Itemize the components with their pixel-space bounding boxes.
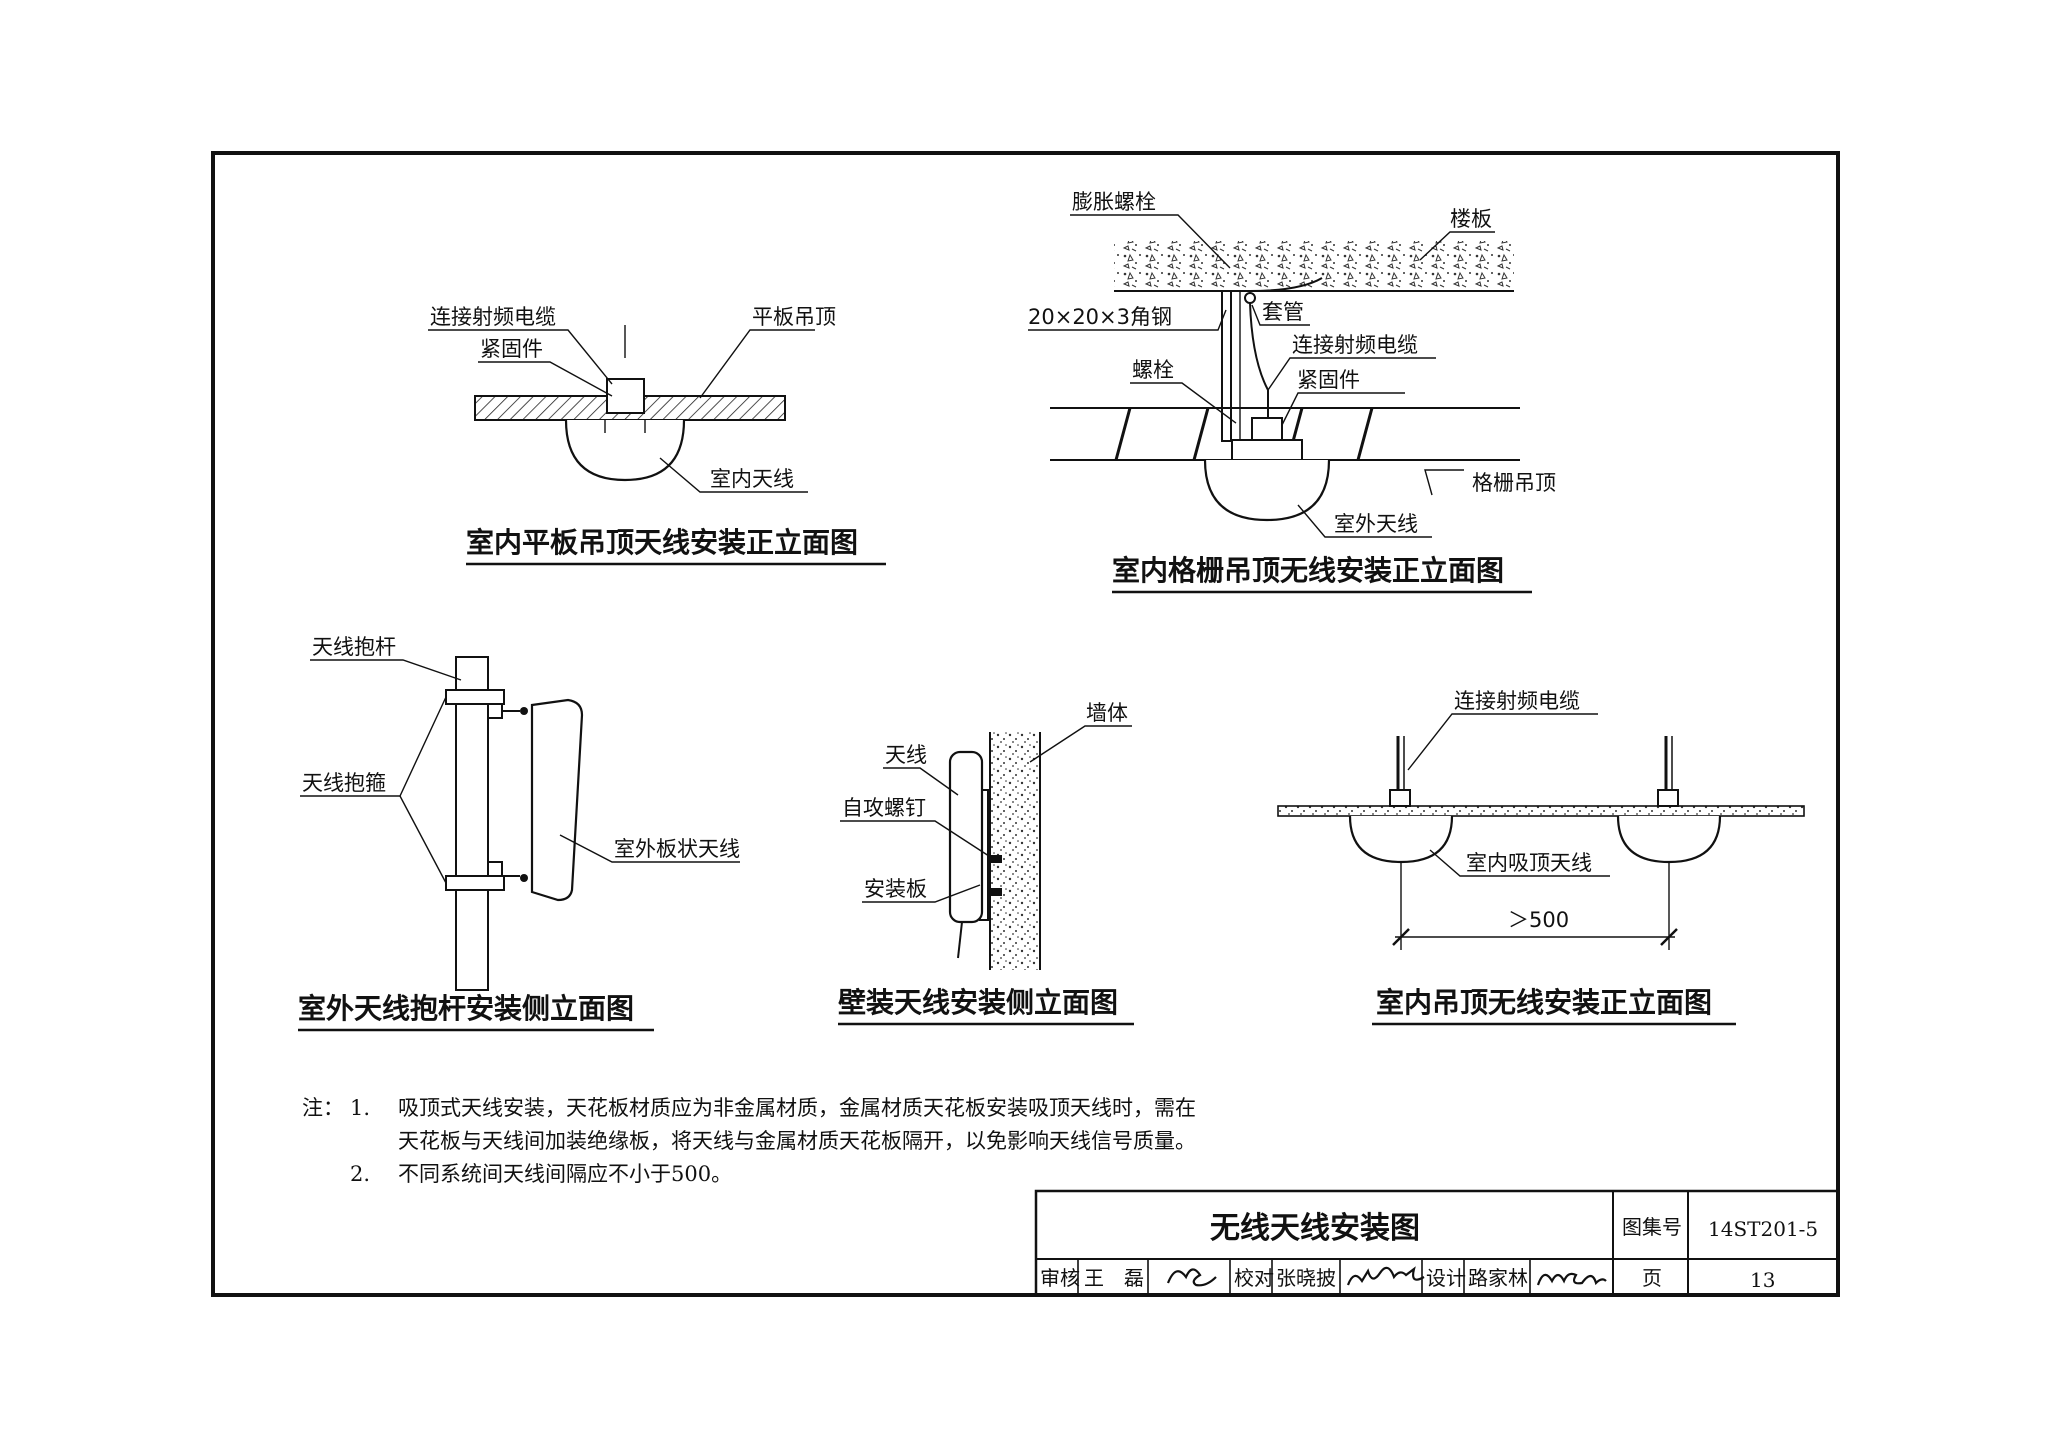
- angle-steel: [1221, 290, 1232, 442]
- wall-mount-title: 壁装天线安装侧立面图: [838, 986, 1118, 1019]
- page-number: 13: [1750, 1268, 1775, 1292]
- label-clamp: 天线抱箍: [302, 771, 386, 795]
- atlas-number: 14ST201-5: [1708, 1217, 1818, 1241]
- leader-floor-slab: [1419, 231, 1495, 261]
- label-expansion-bolt: 膨胀螺栓: [1072, 190, 1156, 214]
- notes-section: 注： 1. 吸顶式天线安装，天花板材质应为非金属材质，金属材质天花板安装吸顶天线…: [302, 1096, 1196, 1186]
- ceiling-spacing-diagram: 连接射频电缆 室内吸顶天线 ＞500 室内吊顶无线安装正立面图: [1277, 689, 1805, 1026]
- label-spacing: ＞500: [1508, 908, 1569, 932]
- grid-ceiling-diagram: 膨胀螺栓 楼板 20×20×3角钢 套管 连接射频电缆 螺栓 紧固件 格栅吊顶 …: [1028, 190, 1556, 594]
- label-plate: 安装板: [864, 877, 927, 901]
- note-1-line-1: 吸顶式天线安装，天花板材质应为非金属材质，金属材质天花板安装吸顶天线时，需在: [398, 1096, 1196, 1120]
- flat-ceiling-title: 室内平板吊顶天线安装正立面图: [466, 526, 858, 559]
- check-label: 校对: [1234, 1266, 1274, 1290]
- screw-bottom: [988, 888, 1002, 896]
- indoor-antenna-dome: [564, 419, 686, 482]
- leader-grid-fastener: [1281, 392, 1405, 426]
- label-outdoor-antenna: 室外天线: [1334, 512, 1418, 536]
- note-2-line-1: 不同系统间天线间隔应不小于500。: [398, 1162, 732, 1186]
- signature-reviewer: [1166, 1268, 1217, 1287]
- leader-screw: [840, 820, 993, 859]
- reviewer-name: 王 磊: [1084, 1266, 1144, 1290]
- leader-outdoor-antenna: [1297, 504, 1432, 538]
- label-floor-slab: 楼板: [1450, 207, 1492, 231]
- designer-name: 路家林: [1468, 1266, 1528, 1290]
- sheet-border: [211, 151, 1840, 1297]
- label-pole: 天线抱杆: [312, 635, 396, 659]
- ceiling-antenna-right: [1616, 815, 1722, 864]
- checker-name: 张晓披: [1276, 1266, 1336, 1290]
- signature-checker: [1346, 1266, 1425, 1286]
- leader-wall: [1029, 725, 1132, 763]
- fastener-block: [606, 378, 645, 414]
- title-block: 无线天线安装图 图集号 14ST201-5 审核 王 磊 校对 张晓披 设计 路…: [1034, 1189, 1840, 1297]
- leader-grid-ceiling: [1424, 469, 1464, 496]
- outdoor-antenna-dome: [1203, 459, 1331, 522]
- label-bolt: 螺栓: [1132, 358, 1174, 382]
- rf-cable: [1249, 302, 1269, 418]
- clamp-bottom: [445, 875, 505, 891]
- pole-mount-title: 室外天线抱杆安装侧立面图: [298, 992, 634, 1025]
- label-angle-steel: 20×20×3角钢: [1028, 305, 1172, 329]
- cable-run: [1249, 277, 1323, 292]
- leader-ceiling-antenna: [1429, 849, 1610, 877]
- leader-sleeve: [1251, 304, 1310, 326]
- leader-antenna: [883, 767, 959, 796]
- page-label: 页: [1642, 1266, 1662, 1290]
- design-label: 设计: [1426, 1266, 1466, 1290]
- notes-prefix: 注：: [302, 1096, 344, 1120]
- note-2-number: 2.: [350, 1162, 370, 1186]
- leader-expansion-bolt: [1070, 214, 1231, 269]
- label-indoor-antenna: 室内天线: [710, 467, 794, 491]
- label-rf-cable: 连接射频电缆: [430, 305, 556, 329]
- grid-ceiling-title: 室内格栅吊顶无线安装正立面图: [1112, 554, 1504, 587]
- leader-rf-cable-2: [1267, 357, 1436, 391]
- leader-fastener: [478, 361, 613, 397]
- antenna-pole: [455, 656, 489, 991]
- label-flat-ceiling: 平板吊顶: [752, 305, 836, 329]
- leader-indoor-antenna: [659, 457, 808, 493]
- label-fastener: 紧固件: [480, 337, 543, 361]
- label-rf-cable-3: 连接射频电缆: [1454, 689, 1580, 713]
- wall: [990, 732, 1040, 970]
- leader-bolt: [1130, 382, 1237, 424]
- leader-pole: [310, 659, 462, 681]
- pole-mount-diagram: 天线抱杆 天线抱箍 室外板状天线 室外天线抱杆安装侧立面图: [298, 635, 740, 1032]
- ceiling-board: [1277, 805, 1805, 817]
- label-antenna: 天线: [885, 743, 927, 767]
- leader-flat-ceiling: [699, 329, 815, 399]
- label-panel-antenna: 室外板状天线: [614, 837, 740, 861]
- wall-mount-diagram: 墙体 天线 自攻螺钉 安装板 壁装天线安装侧立面图: [838, 701, 1134, 1026]
- ceiling-spacing-title: 室内吊顶无线安装正立面图: [1376, 986, 1712, 1019]
- label-grid-ceiling: 格栅吊顶: [1472, 471, 1556, 495]
- label-grid-fastener: 紧固件: [1297, 368, 1360, 392]
- atlas-label: 图集号: [1622, 1215, 1682, 1239]
- leader-angle-steel: [1028, 309, 1227, 331]
- floor-slab: [1114, 241, 1514, 291]
- label-ceiling-antenna: 室内吸顶天线: [1466, 851, 1592, 875]
- label-screw: 自攻螺钉: [842, 796, 926, 820]
- note-1-number: 1.: [350, 1096, 370, 1120]
- clamp-top: [445, 689, 505, 705]
- grid-fastener: [1251, 417, 1283, 441]
- flat-ceiling-diagram: 连接射频电缆 紧固件 平板吊顶 室内天线 室内平板吊顶天线安装正立面图: [428, 305, 886, 566]
- signature-designer: [1536, 1272, 1607, 1286]
- drawing-title: 无线天线安装图: [1210, 1211, 1420, 1246]
- leader-plate: [862, 884, 981, 903]
- label-rf-cable-2: 连接射频电缆: [1292, 333, 1418, 357]
- leader-rf-cable: [428, 329, 613, 385]
- review-label: 审核: [1040, 1266, 1080, 1290]
- leader-panel-antenna: [559, 834, 740, 863]
- label-wall: 墙体: [1086, 701, 1128, 725]
- screw-top: [988, 855, 1002, 863]
- wall-antenna: [948, 750, 984, 924]
- panel-antenna: [530, 698, 584, 902]
- leader-rf-cable-3: [1407, 713, 1598, 771]
- expansion-bolt: [1244, 292, 1256, 304]
- note-1-line-2: 天花板与天线间加装绝缘板，将天线与金属材质天花板隔开，以免影响天线信号质量。: [398, 1129, 1196, 1153]
- leader-clamp-bottom: [399, 795, 447, 884]
- label-sleeve: 套管: [1262, 300, 1304, 324]
